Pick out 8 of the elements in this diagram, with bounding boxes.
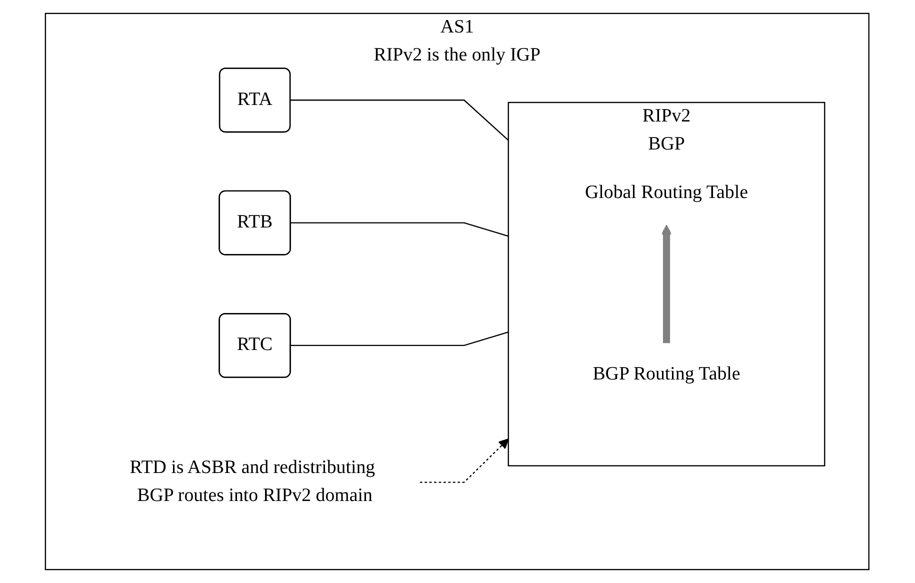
node-text: RTD is ASBR and redistributing BGP routes into RIPv2 domain — [130, 458, 376, 506]
arrow — [662, 224, 672, 344]
node-text: Global Routing Table — [585, 182, 748, 203]
node-text: BGP Routing Table — [593, 364, 741, 384]
arrow — [420, 438, 510, 483]
connector — [290, 100, 510, 141]
connector — [290, 332, 509, 346]
connector — [290, 222, 509, 237]
